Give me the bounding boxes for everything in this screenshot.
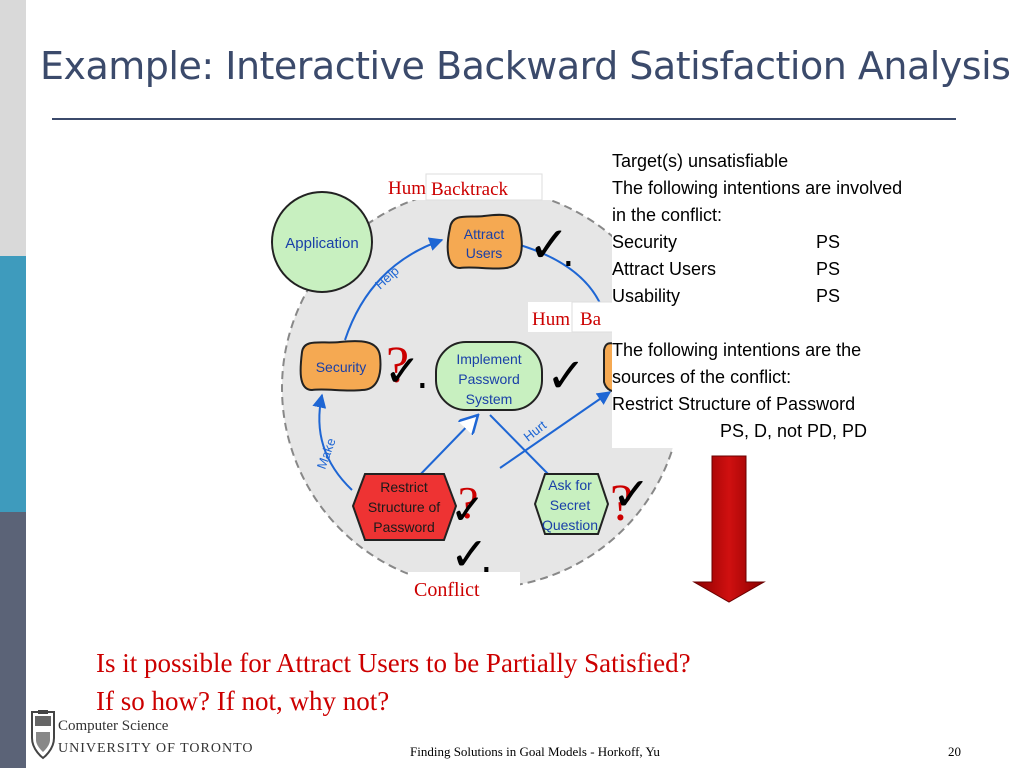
callout-bg-backtrack [425, 173, 543, 201]
restrict-structure-task [351, 473, 458, 541]
decor-stripe-slate [0, 512, 26, 768]
implement-label-3: System [466, 391, 513, 407]
question-line-1: Is it possible for Attract Users to be P… [96, 648, 691, 678]
decor-stripe-gray [0, 0, 26, 256]
check-mark-restrict-1: ✓ [450, 485, 485, 534]
restrict-label-1: Restrict [380, 479, 428, 495]
info-involved-line: The following intentions are involved [612, 178, 903, 198]
info-row-label: PS [816, 286, 841, 306]
ask-label-1: Ask for [548, 477, 592, 493]
implement-label-2: Password [458, 371, 519, 387]
callout-bg-conflict [408, 572, 520, 602]
info-row-label: PS [816, 259, 841, 279]
title-underline [52, 118, 956, 120]
crest-icon [31, 710, 55, 760]
callout-mid-front: Ba [580, 309, 602, 330]
red-down-arrow [692, 455, 766, 603]
check-mark-implement: ✓ [546, 348, 586, 404]
check-mark-ask: ✓ [612, 467, 651, 521]
info-row-label: PS [816, 232, 841, 252]
application-actor [271, 191, 373, 293]
check-mark-attract: ✓ [528, 216, 570, 274]
question-mark-security: ? [386, 337, 409, 394]
security-softgoal [299, 340, 382, 392]
attract-users-label-1: Attract [464, 226, 505, 242]
page-number: 20 [948, 744, 961, 759]
dot-mark-attract: . [562, 230, 575, 276]
info-row-security: Security PS [612, 229, 997, 256]
info-row-usability: Usability PS [612, 283, 997, 310]
callout-bg-mid-front [571, 301, 615, 333]
ask-label-3: Question [542, 517, 598, 533]
question-line-2: If so how? If not, why not? [96, 686, 390, 716]
university-logo: Computer Science UNIVERSITY OF TORONTO [31, 710, 254, 760]
info-in-conflict: in the conflict: [612, 205, 723, 225]
ask-secret-task [533, 473, 610, 535]
info-sources-line: The following intentions are the [612, 340, 862, 360]
callout-conflict: Conflict [414, 579, 480, 601]
decor-stripe-blue [0, 256, 26, 512]
decomp-link-restrict [414, 415, 478, 481]
question-mark-restrict: ? [458, 477, 478, 528]
info-row-name: Attract Users [612, 259, 717, 279]
implement-label-1: Implement [456, 351, 521, 367]
footer-citation: Finding Solutions in Goal Models - Horko… [410, 744, 660, 759]
decomp-link-ask [489, 414, 553, 479]
application-label: Application [285, 235, 358, 252]
make-link [312, 393, 353, 491]
callout-mid-back: Hum [532, 309, 570, 330]
slide-title: Example: Interactive Backward Satisfacti… [40, 44, 1011, 88]
info-source-labels: PS, D, not PD, PD [720, 421, 868, 441]
info-source-intention: Restrict Structure of Password [612, 394, 856, 414]
dot-mark-restrict: . [480, 536, 493, 582]
implement-password-goal [435, 341, 543, 411]
question-text: Is it possible for Attract Users to be P… [96, 644, 691, 720]
attract-users-label-2: Users [466, 245, 503, 261]
callout-backtrack: Backtrack [431, 179, 509, 200]
ask-label-2: Secret [550, 497, 591, 513]
help-link [344, 237, 444, 341]
info-row-name: Usability [612, 286, 681, 306]
question-mark-ask: ? [610, 475, 633, 532]
info-row-attract-users: Attract Users PS [612, 256, 997, 283]
attract-users-softgoal [446, 213, 523, 270]
info-row-name: Security [612, 232, 678, 252]
hurt-link [499, 391, 612, 469]
check-mark-security: ✓ [384, 346, 421, 397]
info-sources-of-conflict: sources of the conflict: [612, 367, 792, 387]
restrict-label-3: Password [373, 519, 434, 535]
dot-mark-security: . [416, 352, 429, 398]
logo-line-2: UNIVERSITY OF TORONTO [58, 741, 254, 756]
security-label: Security [316, 359, 367, 375]
restrict-label-2: Structure of [368, 499, 440, 515]
info-target-unsatisfiable: Target(s) unsatisfiable [612, 151, 789, 171]
info-spacer [612, 310, 997, 337]
conflict-info-panel: Target(s) unsatisfiable The following in… [612, 148, 997, 448]
logo-line-1: Computer Science [58, 718, 169, 734]
check-mark-restrict-2: ✓ [450, 527, 489, 581]
